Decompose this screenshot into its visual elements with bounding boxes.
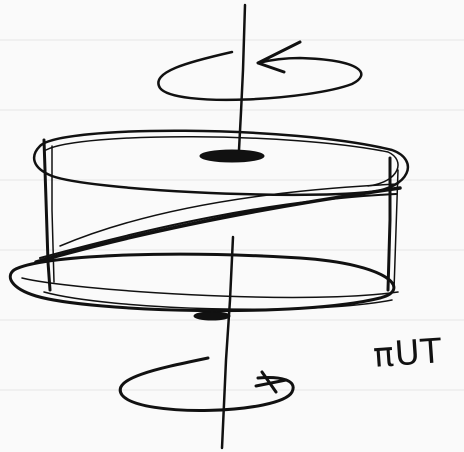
diagonal-line-2 [40,194,396,258]
cylinder-bottom-ellipse [10,254,394,310]
cylinder-bottom-rim [22,278,398,297]
upper-axis-line [239,5,245,150]
top-rotation-arrow [158,52,361,100]
handwritten-label: πUT [372,331,444,376]
bottom-arrowhead [256,372,286,392]
cylinder-left-side [44,140,50,290]
lower-axis-line [222,237,233,448]
bottom-center-hub [194,312,230,320]
top-center-hub [200,150,264,162]
diagonal-line-1 [36,188,400,262]
cylinder-right-side [388,158,390,290]
